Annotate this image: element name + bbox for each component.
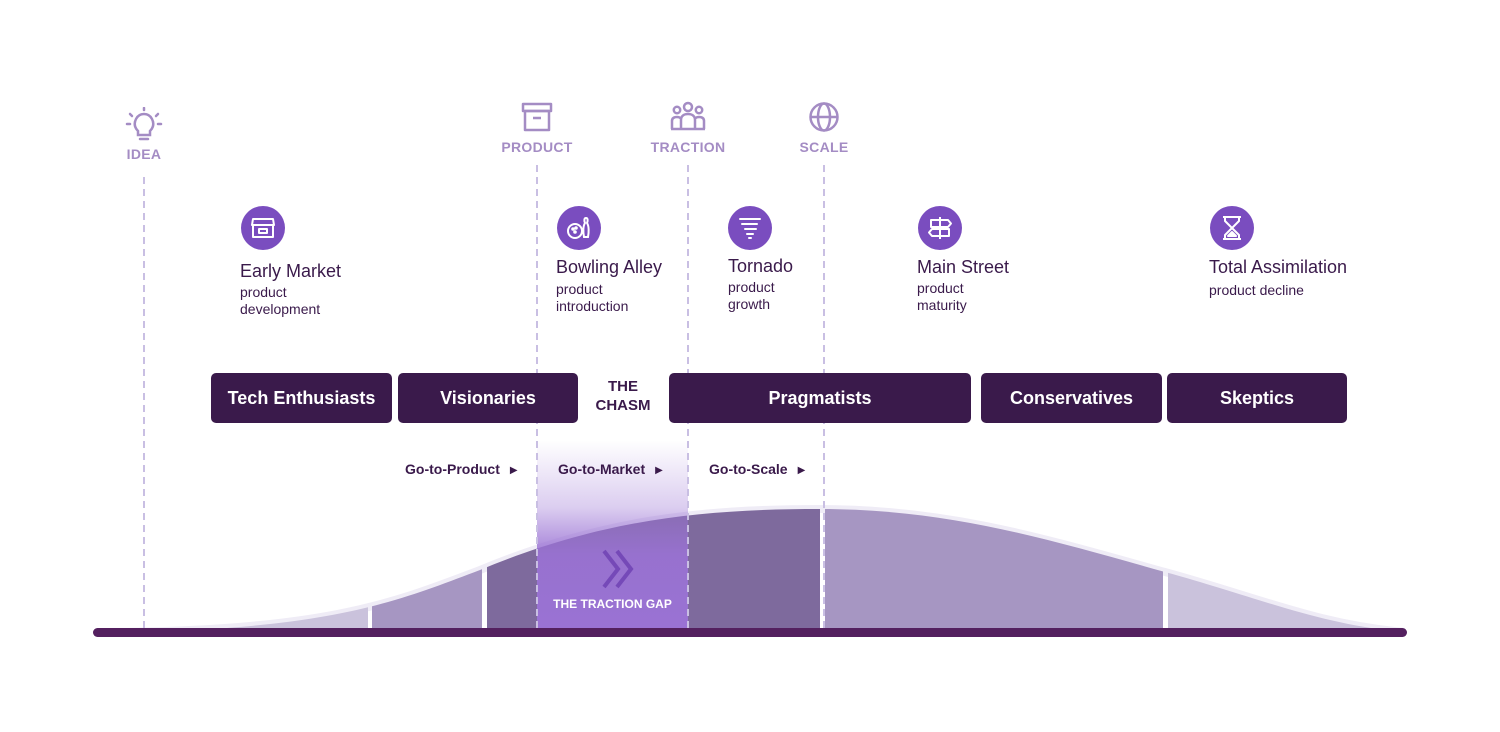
stage-subtitle-line: growth — [728, 296, 771, 312]
archive-box-icon — [521, 102, 553, 132]
stage-subtitle-line: product — [556, 281, 603, 297]
stage-title-early-market: Early Market — [240, 261, 342, 281]
lightbulb-icon — [125, 107, 163, 141]
stage-subtitle-line: maturity — [917, 297, 967, 313]
go-to-market-label: Go-to-Market ▶ — [558, 461, 663, 477]
stage-title-total-assimilation: Total Assimilation — [1209, 257, 1348, 277]
go-to-scale-label: Go-to-Scale ▶ — [709, 461, 805, 477]
stage-subtitle-line: development — [240, 301, 321, 317]
globe-icon — [809, 102, 839, 132]
traction-gap-highlight — [537, 440, 688, 632]
curve-region-laggards — [1168, 509, 1405, 632]
stage-title-bowling-alley: Bowling Alley — [556, 257, 663, 277]
milestone-label-traction: TRACTION — [650, 139, 726, 155]
play-arrow-icon: ▶ — [797, 465, 806, 476]
stage-subtitle-bowling-alley: product introduction — [556, 281, 628, 315]
go-to-text: Go-to-Scale — [709, 461, 788, 477]
play-arrow-icon: ▶ — [509, 465, 518, 476]
milestone-label-product: PRODUCT — [501, 139, 573, 155]
tornado-icon — [728, 206, 772, 250]
stage-subtitle-total-assimilation: product decline — [1209, 282, 1304, 299]
segment-skeptics: Skeptics — [1167, 373, 1347, 423]
chasm-line: THE — [608, 378, 638, 395]
signpost-icon — [918, 206, 962, 250]
play-arrow-icon: ▶ — [655, 465, 663, 476]
chasm-line: CHASM — [595, 397, 651, 414]
segment-visionaries: Visionaries — [398, 373, 578, 423]
stage-subtitle-line: introduction — [556, 298, 629, 314]
stage-subtitle-line: product — [240, 284, 287, 300]
segment-pragmatists: Pragmatists — [669, 373, 971, 423]
segment-tech-enthusiasts: Tech Enthusiasts — [211, 373, 392, 423]
milestone-label-idea: IDEA — [126, 146, 162, 162]
storefront-icon — [241, 206, 285, 250]
stage-title-tornado: Tornado — [728, 256, 794, 276]
milestone-guides — [143, 165, 825, 636]
traction-gap-label: THE TRACTION GAP — [553, 597, 672, 611]
curve-region-late-majority — [825, 509, 1163, 632]
stage-subtitle-tornado: product growth — [728, 279, 775, 313]
stage-subtitle-line: product decline — [1209, 282, 1304, 298]
stage-subtitle-main-street: product maturity — [917, 280, 967, 314]
bowling-icon — [557, 206, 601, 250]
curve-region-innovators — [98, 509, 368, 632]
people-group-icon — [670, 101, 706, 131]
hourglass-icon — [1210, 206, 1254, 250]
go-to-product-label: Go-to-Product ▶ — [405, 461, 518, 477]
curve-region-early-adopters — [372, 509, 482, 632]
bell-curve — [98, 509, 1405, 632]
go-to-text: Go-to-Product — [405, 461, 500, 477]
segment-conservatives: Conservatives — [981, 373, 1162, 423]
stage-subtitle-line: product — [728, 279, 775, 295]
go-to-text: Go-to-Market — [558, 461, 646, 477]
baseline-axis — [93, 628, 1407, 637]
stage-title-main-street: Main Street — [917, 257, 1010, 277]
stage-subtitle-line: product — [917, 280, 964, 296]
milestone-label-scale: SCALE — [799, 139, 849, 155]
double-chevron-icon — [602, 549, 634, 589]
the-chasm-label: THE CHASM — [578, 377, 668, 415]
stage-subtitle-early-market: product development — [240, 284, 320, 318]
